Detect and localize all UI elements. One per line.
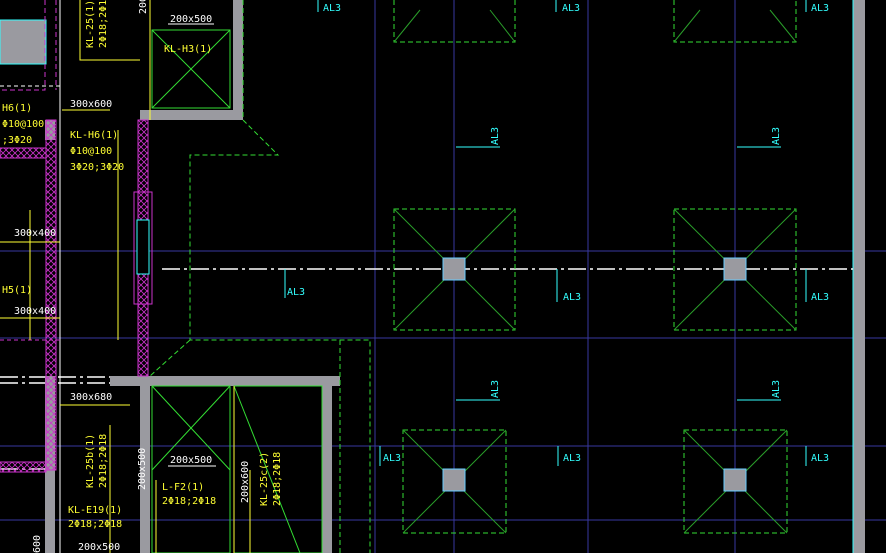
section-label: AL3 (490, 380, 501, 398)
beam-label: KL-25(1) (85, 0, 96, 48)
column (723, 257, 747, 281)
beam-size: 600 (32, 535, 43, 553)
beam-size: 200x600 (240, 461, 251, 503)
pile-cap-bot-2[interactable] (683, 429, 788, 534)
section-marks (284, 0, 807, 466)
beam-rebar: 2Φ18;2Φ18 (68, 519, 122, 530)
beam-stirrup: Φ10@100 (70, 146, 112, 157)
pile-cap-bot-1[interactable] (402, 429, 507, 534)
beam-size: 300x400 (14, 306, 56, 317)
section-label: AL3 (323, 3, 341, 14)
section-label: AL3 (490, 127, 501, 145)
beam-size: 200x500 (170, 14, 212, 25)
section-label: AL3 (383, 453, 401, 464)
section-label: AL3 (562, 3, 580, 14)
column (442, 468, 466, 492)
beam-bars: 3Φ20;3Φ20 (70, 162, 124, 173)
beam-label: KL-H6(1) (70, 130, 118, 141)
elevator-shaft-top (151, 29, 231, 109)
masonry-walls (0, 119, 153, 473)
beam-rebar: 2Φ18;2Φ18 (272, 452, 283, 506)
pile-cap-mid-2[interactable] (673, 208, 797, 331)
pile-cap-top-2[interactable] (673, 0, 797, 43)
beam-size: 300x400 (14, 228, 56, 239)
beam-size: 300x600 (70, 99, 112, 110)
beam-label: KL-25c(2) (259, 452, 270, 506)
slab-outline (149, 0, 371, 553)
beam-size: 200x500 (170, 455, 212, 466)
beam-bars: ;3Φ20 (2, 135, 32, 146)
section-label: AL3 (771, 127, 782, 145)
beam-label: H5(1) (2, 285, 32, 296)
beam-label: H6(1) (2, 103, 32, 114)
elevator-shaft-bot-1 (151, 385, 231, 553)
beam-leaders (0, 0, 251, 553)
right-wall (853, 0, 865, 553)
beam-size: 200x (138, 0, 149, 14)
section-label: AL3 (771, 380, 782, 398)
section-label: AL3 (811, 292, 829, 303)
section-label: AL3 (811, 3, 829, 14)
beam-label: KL-H3(1) (164, 44, 212, 55)
beam-size: 200x500 (78, 542, 120, 553)
column (723, 468, 747, 492)
beam-size: 200x500 (137, 448, 148, 490)
pile-cap-top-1[interactable] (393, 0, 516, 43)
section-label: AL3 (563, 453, 581, 464)
section-label: AL3 (287, 287, 305, 298)
beam-label: L-F2(1) (162, 482, 204, 493)
beam-rebar: 2Φ18;2Φ18 (98, 0, 109, 48)
beam-label: KL-25b(1) (85, 434, 96, 488)
beam-size: 300x680 (70, 392, 112, 403)
section-label: AL3 (811, 453, 829, 464)
beam-rebar: 2Φ18;2Φ18 (162, 496, 216, 507)
pile-cap-mid-1[interactable] (393, 208, 516, 331)
column (442, 257, 466, 281)
beam-stirrup: Φ10@100 (2, 119, 44, 130)
section-label: AL3 (563, 292, 581, 303)
beam-rebar: 2Φ18;2Φ18 (98, 434, 109, 488)
beam-label: KL-E19(1) (68, 505, 122, 516)
